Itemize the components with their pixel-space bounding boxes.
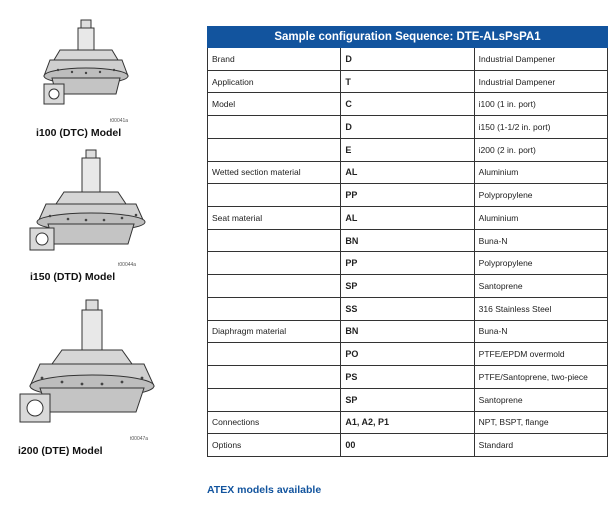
row-code: T	[340, 69, 475, 94]
row-category: Seat material	[206, 206, 342, 230]
dampener-drawing-icon	[19, 299, 155, 423]
row-code: D	[340, 47, 475, 71]
row-code: BN	[340, 319, 475, 344]
row-description: i200 (2 in. port)	[473, 137, 609, 162]
row-code: BN	[340, 228, 475, 253]
row-code: AL	[340, 206, 475, 230]
row-category: Wetted section material	[206, 160, 342, 185]
row-description: i100 (1 in. port)	[473, 92, 609, 117]
row-code: SP	[340, 387, 475, 412]
row-category	[206, 228, 342, 253]
i100-dampener-illustration	[38, 18, 138, 118]
row-code: AL	[340, 160, 475, 185]
row-code: A1, A2, P1	[340, 410, 475, 435]
row-category	[206, 251, 342, 276]
row-code: SP	[340, 274, 475, 298]
row-category: Brand	[206, 47, 342, 71]
figure-code: t00041a	[110, 118, 129, 124]
row-description: Santoprene	[473, 274, 609, 298]
row-category	[206, 365, 342, 389]
dampener-drawing-icon	[43, 19, 129, 105]
figure-code: t00044a	[118, 262, 137, 268]
table-header-row: Sample configuration Sequence: DTE-ALsPs…	[207, 26, 608, 48]
i150-dampener-illustration	[28, 148, 158, 260]
row-description: Standard	[473, 433, 609, 457]
row-description: Industrial Dampener	[473, 69, 609, 94]
row-category	[206, 342, 342, 367]
model-illustrations: t00041a i100 (DTC) Model t00044a i150 (D…	[0, 0, 200, 505]
row-description: Aluminium	[473, 160, 609, 185]
table-title: Sample configuration Sequence: DTE-ALsPs…	[207, 26, 608, 48]
row-category	[206, 296, 342, 321]
row-description: Buna-N	[473, 228, 609, 253]
row-description: Polypropylene	[473, 183, 609, 208]
row-code: PO	[340, 342, 475, 367]
row-description: PTFE/EPDM overmold	[473, 342, 609, 367]
row-category: Application	[206, 69, 342, 94]
configuration-table: Sample configuration Sequence: DTE-ALsPs…	[206, 26, 609, 457]
row-category	[206, 115, 342, 139]
row-code: SS	[340, 296, 475, 321]
row-category: Connections	[206, 410, 342, 435]
i200-dampener-illustration	[18, 298, 168, 434]
row-category	[206, 183, 342, 208]
row-code: PP	[340, 183, 475, 208]
row-category	[206, 387, 342, 412]
figure-caption: i100 (DTC) Model	[36, 127, 122, 139]
row-description: Polypropylene	[473, 251, 609, 276]
row-description: Aluminium	[473, 206, 609, 230]
row-code: PS	[340, 365, 475, 389]
figure-caption: i150 (DTD) Model	[30, 271, 116, 283]
row-category	[206, 137, 342, 162]
row-description: NPT, BSPT, flange	[473, 410, 609, 435]
row-code: 00	[340, 433, 475, 457]
row-description: PTFE/Santoprene, two-piece	[473, 365, 609, 389]
row-category: Options	[206, 433, 342, 457]
row-description: i150 (1-1/2 in. port)	[473, 115, 609, 139]
row-code: D	[340, 115, 475, 139]
row-description: Buna-N	[473, 319, 609, 344]
row-category	[206, 274, 342, 298]
figure-caption: i200 (DTE) Model	[18, 445, 103, 457]
dampener-drawing-icon	[29, 149, 146, 251]
row-code: C	[340, 92, 475, 117]
row-category: Diaphragm material	[206, 319, 342, 344]
row-category: Model	[206, 92, 342, 117]
atex-note: ATEX models available	[207, 484, 322, 496]
figure-code: t00047a	[130, 436, 149, 442]
row-code: E	[340, 137, 475, 162]
row-description: Santoprene	[473, 387, 609, 412]
row-code: PP	[340, 251, 475, 276]
row-description: Industrial Dampener	[473, 47, 609, 71]
row-description: 316 Stainless Steel	[473, 296, 609, 321]
